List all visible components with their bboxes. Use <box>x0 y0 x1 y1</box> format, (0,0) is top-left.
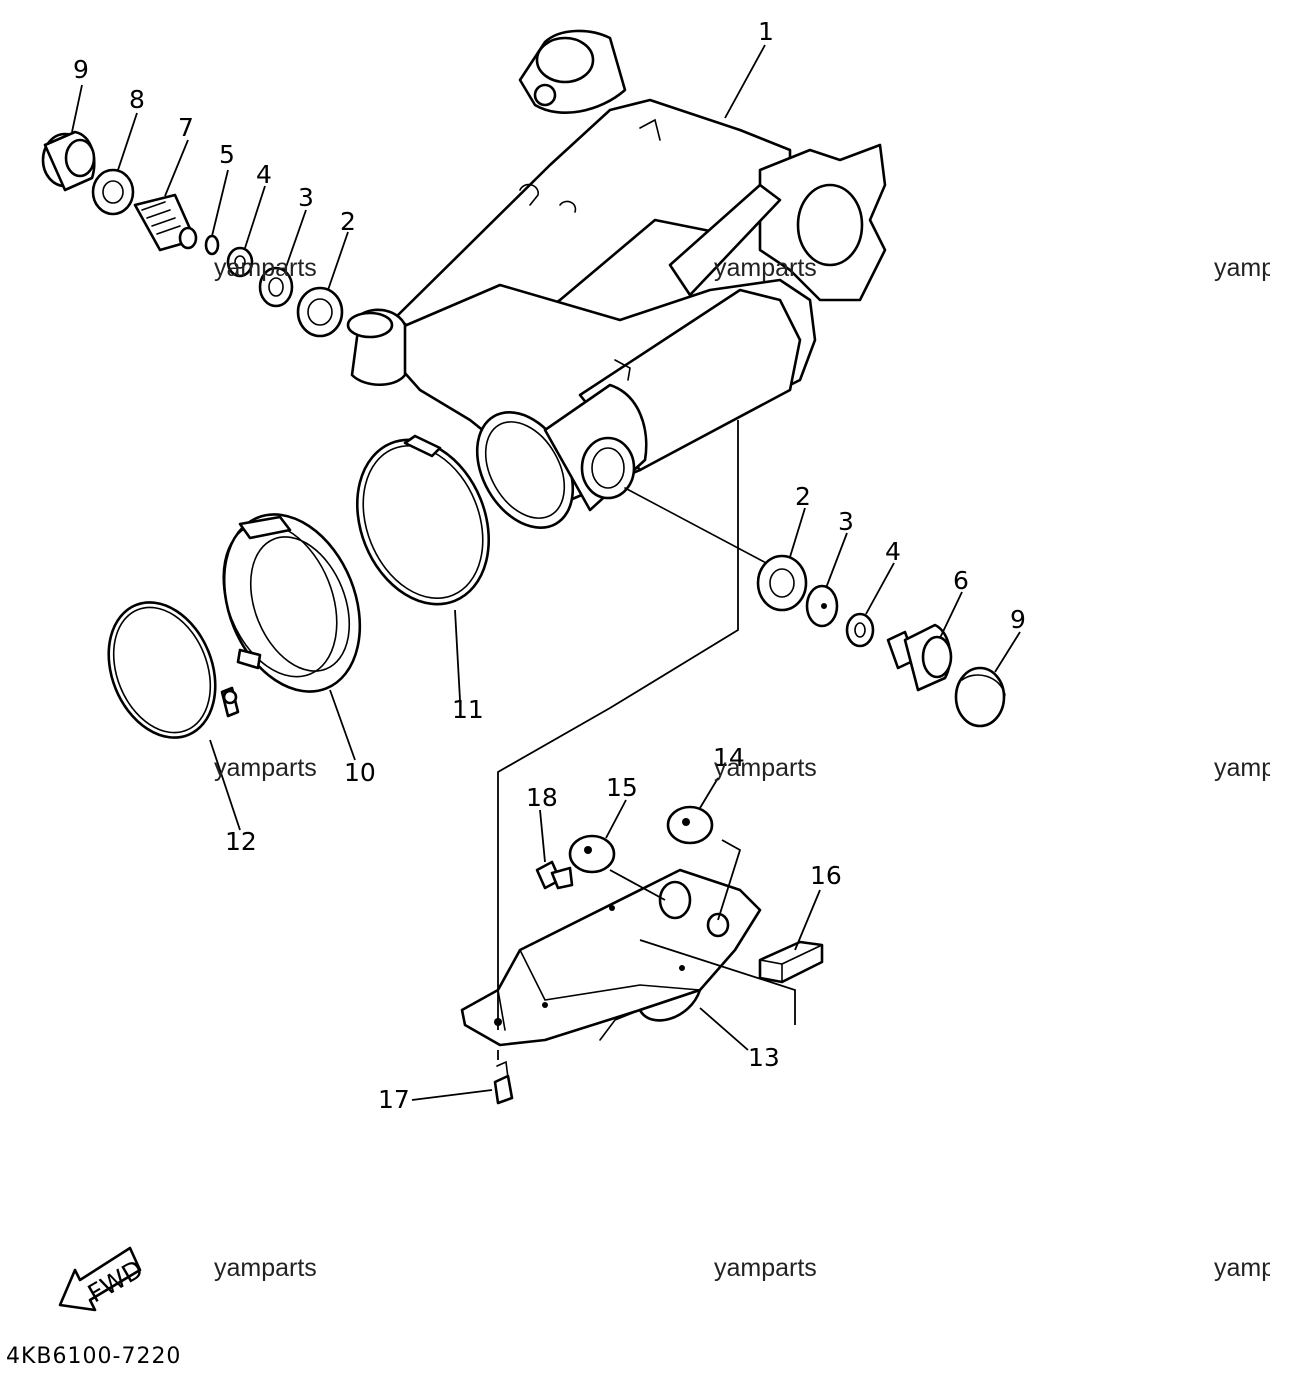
callout-9b: 9 <box>1010 605 1026 634</box>
left-pivot-parts <box>41 130 344 338</box>
callout-7: 7 <box>178 113 194 142</box>
callout-18: 18 <box>526 783 558 812</box>
watermark: yamparts <box>714 1254 817 1282</box>
watermark: yamp <box>1214 754 1270 782</box>
callout-1: 1 <box>758 17 774 46</box>
boot-and-bands <box>107 434 491 739</box>
leader-lines <box>71 44 1021 1101</box>
callout-2a: 2 <box>340 207 356 236</box>
callout-10: 10 <box>344 758 376 787</box>
right-pivot-parts <box>624 487 1006 728</box>
callout-12: 12 <box>225 827 257 856</box>
watermark: yamparts <box>214 754 317 782</box>
callout-5: 5 <box>219 140 235 169</box>
callout-17: 17 <box>378 1085 410 1114</box>
watermark: yamp <box>1214 1254 1270 1282</box>
watermark: yamparts <box>214 1254 317 1282</box>
callout-3a: 3 <box>298 183 314 212</box>
callout-15: 15 <box>606 773 638 802</box>
diagram-reference-code: 4KB6100-7220 <box>6 1344 182 1369</box>
callout-14: 14 <box>713 743 745 772</box>
skid-plate-assembly <box>460 805 824 1105</box>
callout-13: 13 <box>748 1043 780 1072</box>
callout-16: 16 <box>810 861 842 890</box>
callout-8: 8 <box>129 85 145 114</box>
callout-9a: 9 <box>73 55 89 84</box>
callout-2b: 2 <box>795 482 811 511</box>
watermark: yamp <box>1214 254 1270 282</box>
swingarm-part <box>346 29 887 529</box>
watermark: yamparts <box>714 754 817 782</box>
watermark: yamparts <box>214 254 317 282</box>
callout-numbers: 1 9 8 7 5 4 3 2 2 3 4 6 9 11 10 12 14 15… <box>73 17 1026 1114</box>
watermark: yamparts <box>714 254 817 282</box>
callout-4b: 4 <box>885 537 901 566</box>
callout-11: 11 <box>452 695 484 724</box>
callout-6: 6 <box>953 566 969 595</box>
callout-3b: 3 <box>838 507 854 536</box>
callout-4a: 4 <box>256 160 272 189</box>
